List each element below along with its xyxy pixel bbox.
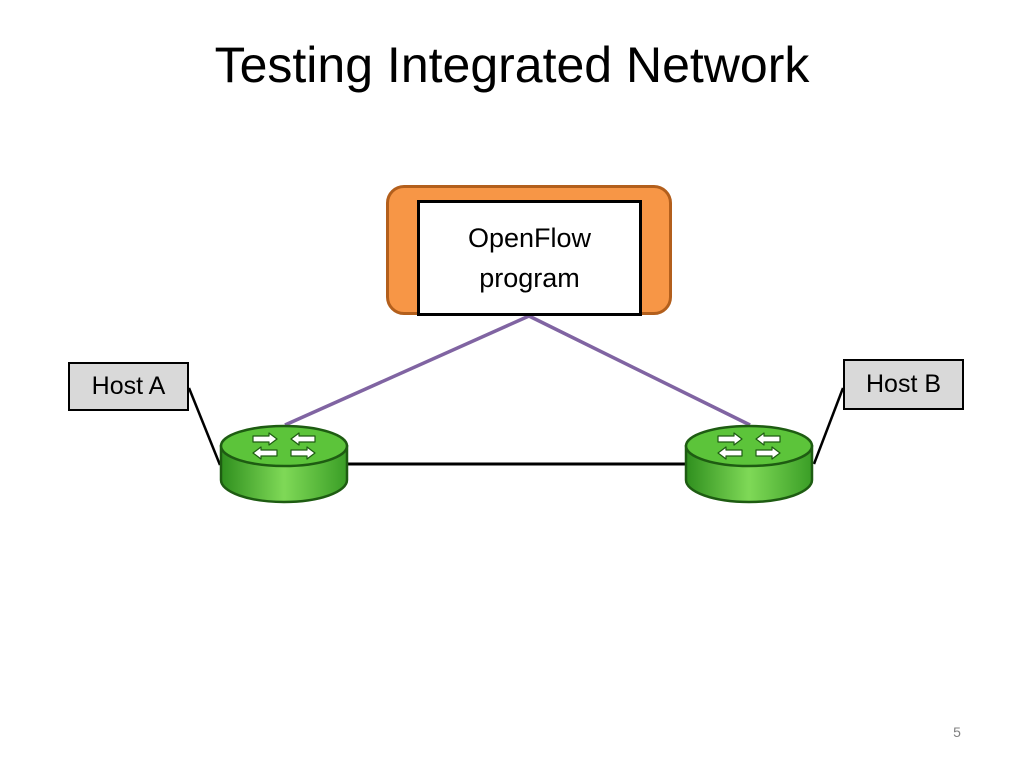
host-a-box: Host A: [68, 362, 189, 411]
control-link-right: [528, 314, 751, 427]
host-b-link: [812, 387, 845, 465]
router-icon: [219, 424, 349, 504]
slide-title: Testing Integrated Network: [214, 37, 810, 93]
openflow-program-box: OpenFlow program: [417, 200, 642, 316]
control-link-left: [284, 314, 530, 427]
page-number: 5: [953, 724, 961, 740]
openflow-program-label: OpenFlow program: [467, 223, 592, 293]
host-a-link: [187, 387, 222, 466]
router-icon: [684, 424, 814, 504]
host-b-box: Host B: [843, 359, 964, 410]
